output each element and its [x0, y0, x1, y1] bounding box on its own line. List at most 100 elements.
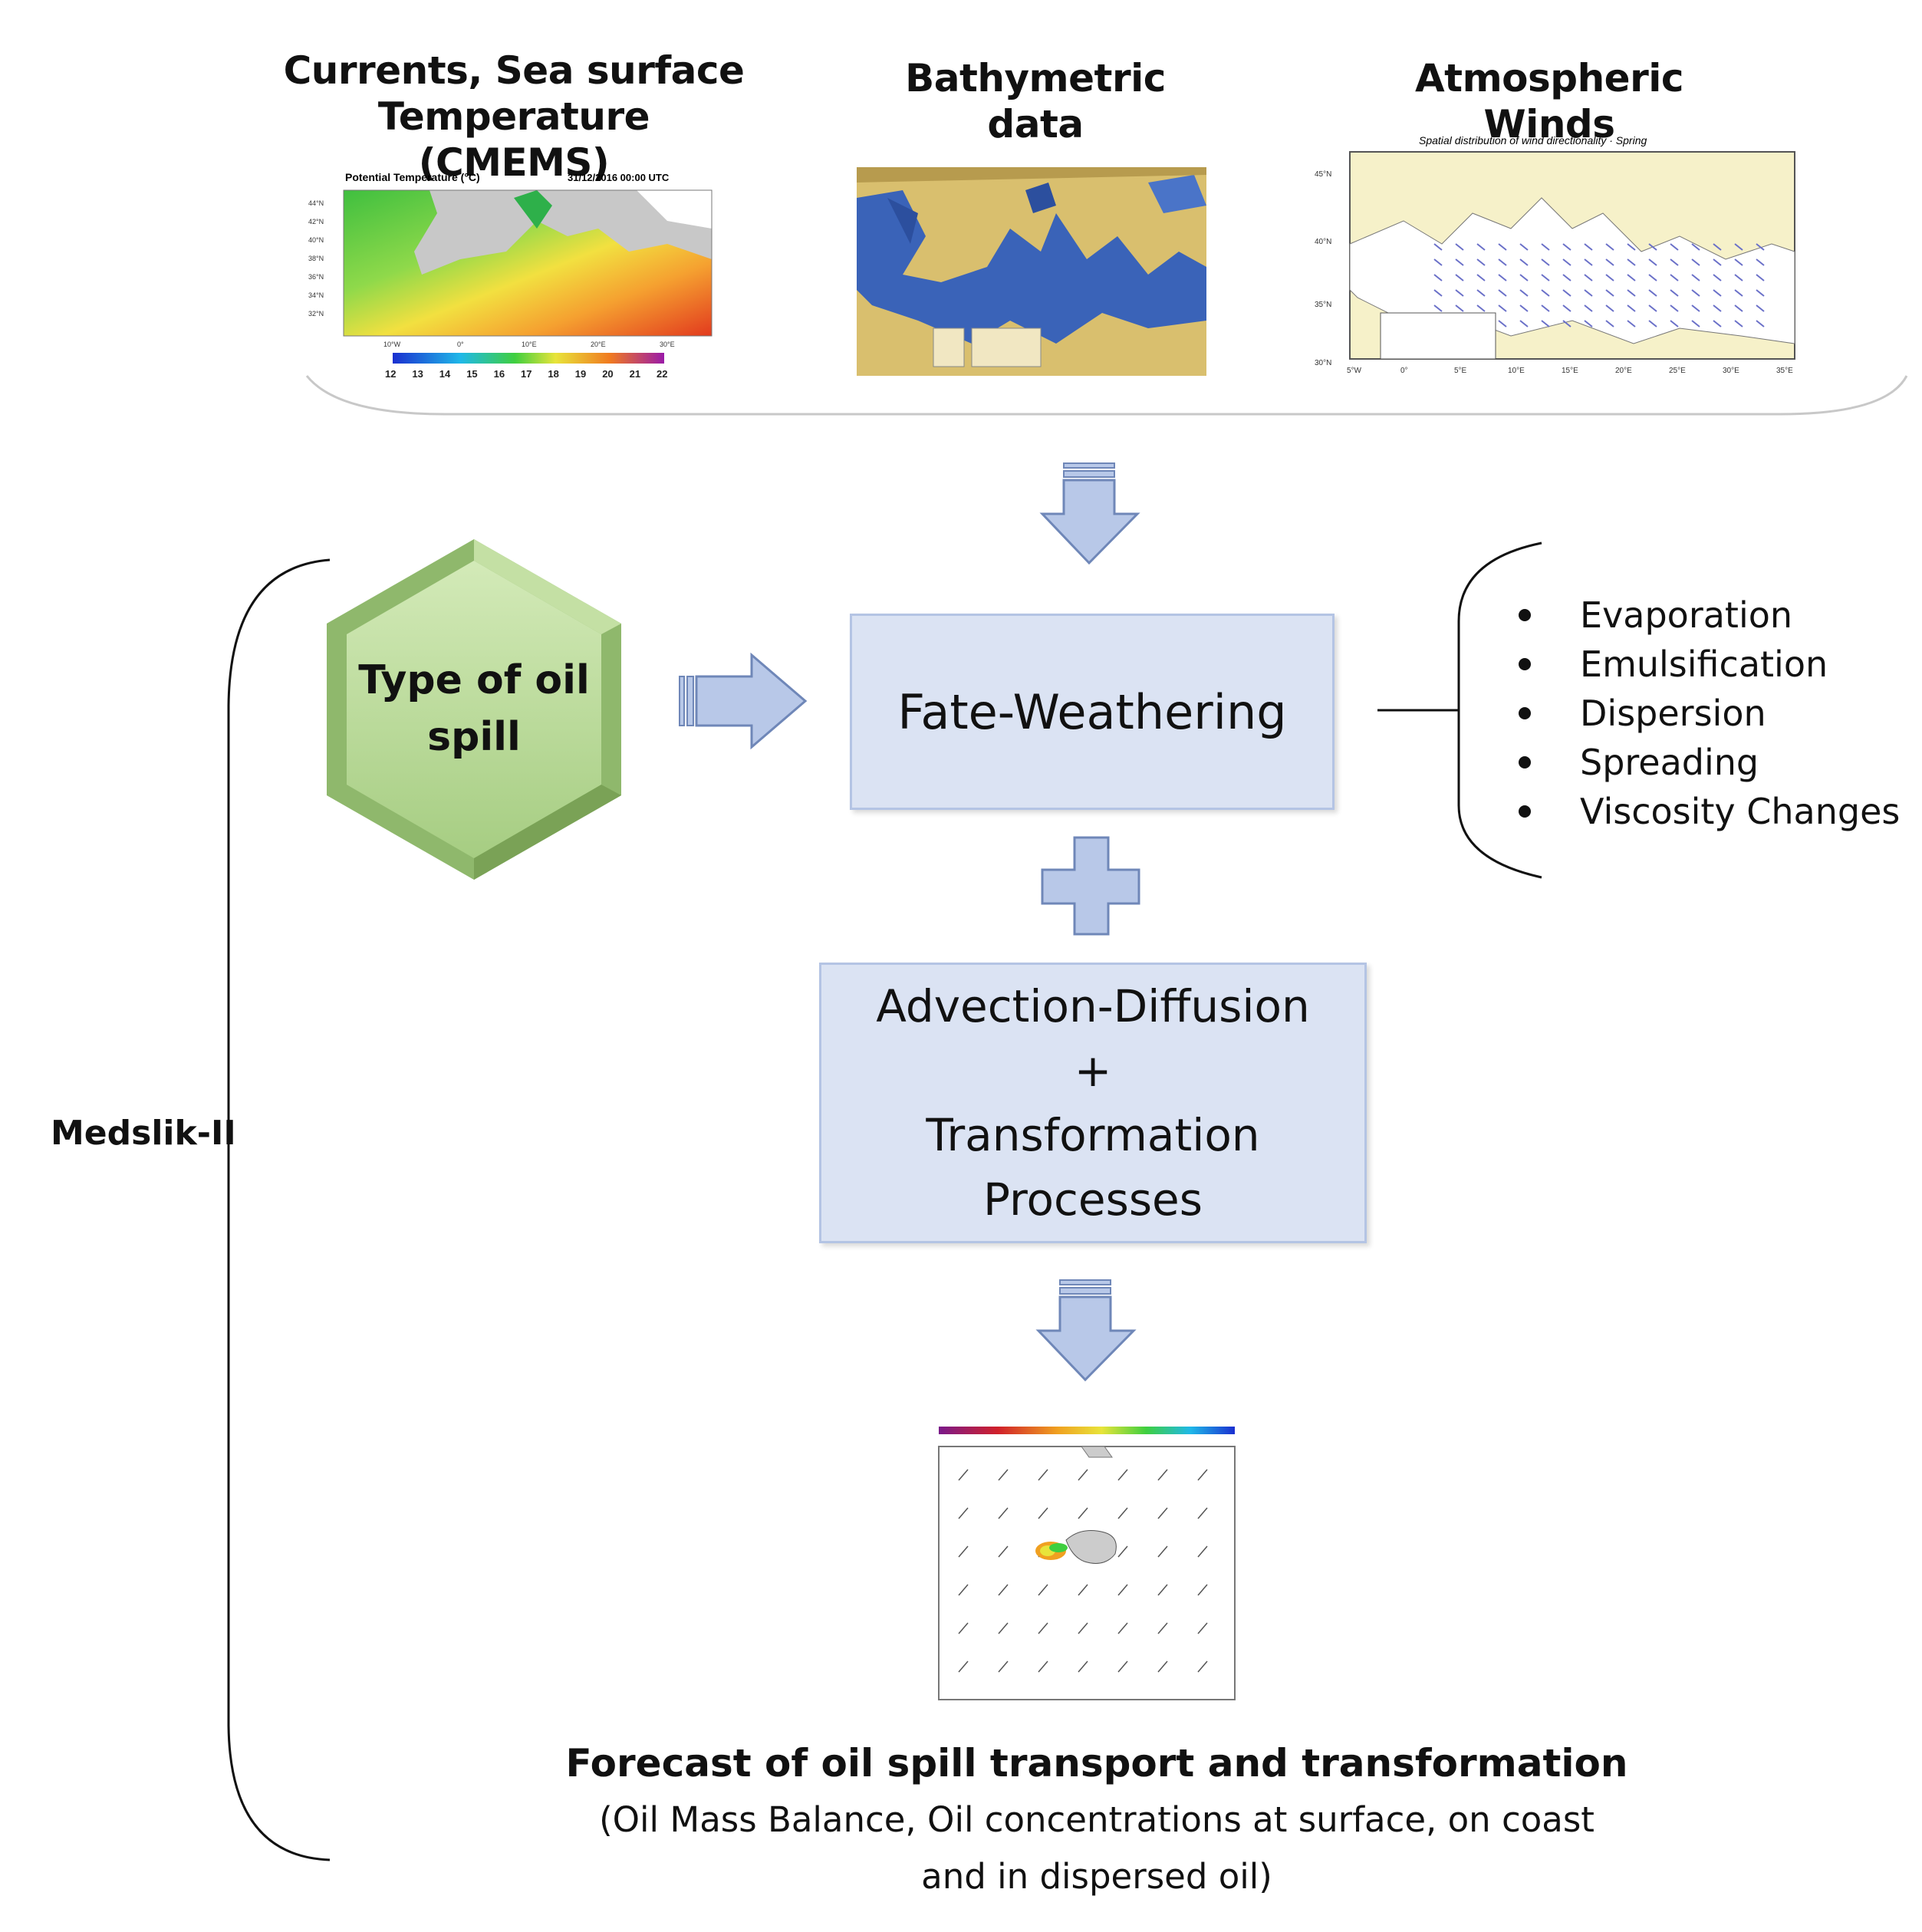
wind-arrow-mark — [1670, 320, 1679, 327]
wind-arrow-mark — [1433, 258, 1443, 266]
winds-map-header: Spatial distribution of wind directional… — [1419, 134, 1647, 146]
wind-arrow-mark — [1541, 304, 1550, 312]
wind-arrow-mark — [1691, 258, 1700, 266]
wind-arrow-mark — [1605, 258, 1614, 266]
current-arrow-mark — [1078, 1622, 1088, 1634]
current-arrow-mark — [1038, 1660, 1048, 1673]
current-arrow-mark — [958, 1507, 969, 1519]
wind-arrow-mark — [1455, 258, 1464, 266]
current-arrow-mark — [998, 1469, 1009, 1481]
fate-weathering-label: Fate-Weathering — [897, 683, 1287, 740]
advection-line2: + — [1074, 1045, 1112, 1097]
wind-arrow-mark — [1756, 320, 1765, 327]
wind-arrow-mark — [1541, 258, 1550, 266]
current-arrow-mark — [998, 1622, 1009, 1634]
wind-arrow-mark — [1627, 243, 1636, 251]
wind-arrow-mark — [1734, 304, 1743, 312]
current-arrow-mark — [1117, 1507, 1128, 1519]
wind-arrow-mark — [1562, 243, 1571, 251]
wind-arrow-mark — [1476, 258, 1486, 266]
sst-lon-tick: 30°E — [660, 341, 675, 348]
wind-arrow-mark — [1648, 304, 1657, 312]
wind-arrow-mark — [1713, 243, 1722, 251]
wind-arrow-mark — [1584, 274, 1593, 281]
wind-arrow-mark — [1584, 304, 1593, 312]
wind-lon-tick: 5°W — [1347, 367, 1362, 375]
sst-colorbar-tick: 15 — [466, 368, 477, 380]
wind-arrow-mark — [1519, 258, 1529, 266]
current-arrow-mark — [1078, 1507, 1088, 1519]
wind-arrow-mark — [1605, 320, 1614, 327]
current-arrow-mark — [1117, 1622, 1128, 1634]
wind-arrow-mark — [1756, 258, 1765, 266]
forecast-subtitle: (Oil Mass Balance, Oil concentrations at… — [491, 1792, 1703, 1905]
oil-type-line1: Type of oil — [358, 657, 590, 703]
advection-diffusion-box: Advection-Diffusion + Transformation Pro… — [819, 963, 1367, 1243]
current-arrow-mark — [1038, 1507, 1048, 1519]
winds-title: Atmospheric Winds — [1414, 56, 1684, 146]
current-arrow-mark — [1157, 1584, 1168, 1596]
model-label: Medslik-II — [51, 1114, 236, 1153]
wind-arrow-mark — [1734, 243, 1743, 251]
current-arrow-mark — [1197, 1622, 1208, 1634]
sst-colorbar-tick: 17 — [521, 368, 532, 380]
current-arrow-mark — [1117, 1584, 1128, 1596]
list-item: Dispersion — [1511, 689, 1900, 738]
forecast-map-thumbnail — [897, 1404, 1296, 1733]
sst-map-thumbnail: Potential Temperature (°C) 31/12/2016 00… — [307, 167, 713, 382]
wind-arrow-mark — [1584, 320, 1593, 327]
wind-arrow-mark — [1670, 289, 1679, 297]
current-arrow-mark — [1157, 1507, 1168, 1519]
sst-lat-tick: 36°N — [308, 273, 324, 281]
wind-arrow-mark — [1476, 289, 1486, 297]
wind-lat-tick: 45°N — [1315, 170, 1331, 179]
block-down-arrow-icon — [1035, 1279, 1137, 1382]
wind-arrow-mark — [1519, 304, 1529, 312]
wind-arrow-mark — [1498, 289, 1507, 297]
sst-lat-tick: 38°N — [308, 255, 324, 262]
current-arrow-mark — [1038, 1469, 1048, 1481]
wind-lon-tick: 35°E — [1776, 367, 1793, 375]
wind-arrow-mark — [1433, 274, 1443, 281]
forecast-subtitle-line2: and in dispersed oil) — [921, 1856, 1272, 1897]
wind-arrow-mark — [1476, 274, 1486, 281]
sst-colorbar — [393, 353, 664, 364]
list-item: Emulsification — [1511, 640, 1900, 689]
wind-arrow-mark — [1541, 243, 1550, 251]
wind-arrow-mark — [1627, 274, 1636, 281]
wind-arrow-mark — [1455, 274, 1464, 281]
wind-arrow-mark — [1648, 320, 1657, 327]
current-arrow-mark — [1197, 1469, 1208, 1481]
sst-lat-tick: 40°N — [308, 236, 324, 244]
current-arrow-mark — [1197, 1545, 1208, 1558]
wind-lon-tick: 5°E — [1454, 367, 1467, 375]
wind-arrow-mark — [1498, 274, 1507, 281]
wind-arrow-mark — [1605, 243, 1614, 251]
input-panel-frame — [305, 375, 1908, 416]
sst-colorbar-tick: 16 — [494, 368, 505, 380]
sst-colorbar-tick: 22 — [657, 368, 667, 380]
wind-arrow-mark — [1541, 289, 1550, 297]
wind-arrow-mark — [1691, 320, 1700, 327]
wind-lat-tick: 40°N — [1315, 238, 1331, 246]
sst-lon-tick: 10°E — [522, 341, 537, 348]
wind-arrow-mark — [1519, 274, 1529, 281]
wind-arrow-mark — [1562, 274, 1571, 281]
sst-colorbar-tick: 12 — [385, 368, 396, 380]
wind-lon-tick: 15°E — [1562, 367, 1578, 375]
winds-map-thumbnail: Spatial distribution of wind directional… — [1312, 129, 1802, 382]
wind-lon-tick: 0° — [1400, 367, 1408, 375]
current-arrow-mark — [1078, 1584, 1088, 1596]
wind-arrow-mark — [1433, 243, 1443, 251]
current-arrow-mark — [958, 1469, 969, 1481]
current-arrow-mark — [998, 1660, 1009, 1673]
medslik-brace — [227, 558, 331, 1861]
oil-type-label: Type of oil spill — [337, 652, 610, 765]
wind-lat-tick: 30°N — [1315, 359, 1331, 367]
wind-arrow-mark — [1756, 304, 1765, 312]
sst-header-right: 31/12/2016 00:00 UTC — [568, 172, 670, 183]
current-arrow-mark — [1117, 1660, 1128, 1673]
wind-arrow-mark — [1519, 289, 1529, 297]
bathymetric-map-thumbnail — [857, 167, 1206, 376]
current-arrow-mark — [1157, 1545, 1168, 1558]
